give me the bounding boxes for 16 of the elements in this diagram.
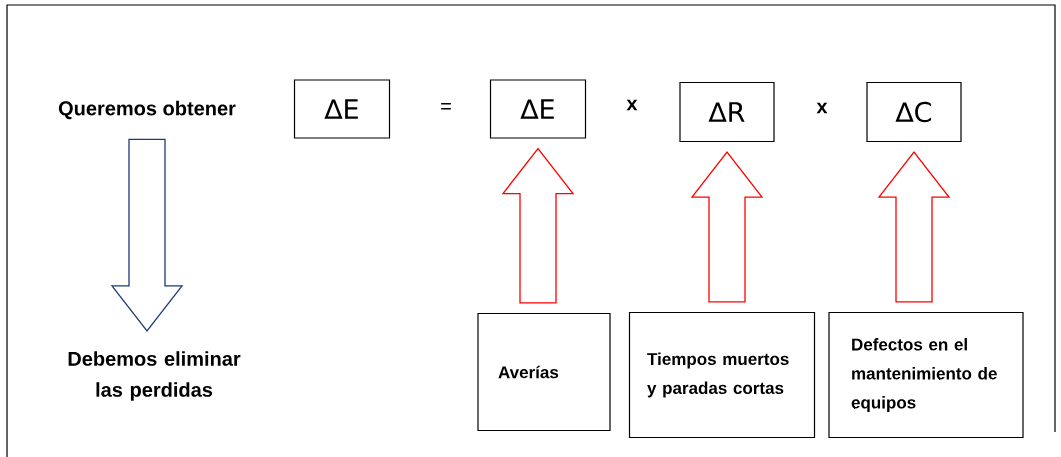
operator-sign: x	[816, 102, 828, 114]
operator-sign: =	[441, 103, 451, 110]
formula-box: ∆E	[489, 79, 587, 139]
text-label: Debemos eliminar las perdidas	[68, 351, 241, 401]
text-label: Queremos obtener	[58, 100, 236, 120]
formula-box: ∆R	[679, 81, 775, 143]
block-arrow	[501, 147, 575, 304]
block-arrow	[690, 151, 764, 303]
cause-box: Averías	[477, 312, 611, 432]
cause-box: Defectos en el mantenimiento de equipos	[828, 311, 1024, 439]
block-arrow	[877, 151, 951, 303]
block-arrow	[110, 138, 184, 333]
formula-box: ∆C	[866, 81, 962, 143]
cause-box: Tiempos muertos y paradas cortas	[628, 311, 816, 439]
formula-box: ∆E	[293, 79, 391, 139]
operator-sign: x	[626, 99, 638, 111]
